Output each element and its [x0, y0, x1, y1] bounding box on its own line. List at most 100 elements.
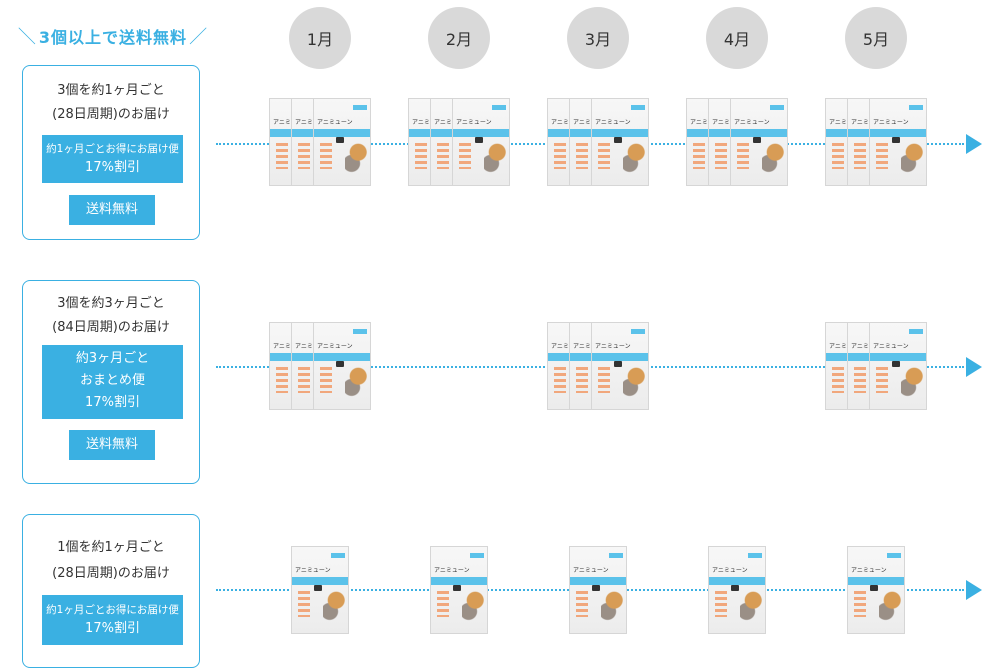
product-package-icon: アニミューン	[430, 546, 488, 634]
product-package-icon: アニミューン	[452, 98, 510, 186]
discount-badge: 約1ヶ月ごとお得にお届け便 17%割引	[42, 595, 183, 645]
dog-cat-image	[879, 589, 901, 621]
month-label: 4月	[723, 30, 751, 49]
discount-line: 17%割引	[85, 160, 140, 175]
month-label: 5月	[862, 30, 890, 49]
discount-line: おまとめ便	[79, 373, 145, 388]
product-brand-label: アニミューン	[551, 341, 587, 350]
package-text-lines	[598, 367, 610, 393]
month-circle-4: 4月	[706, 7, 768, 69]
product-brand-label: アニミューン	[295, 117, 331, 126]
package-tag	[492, 105, 506, 110]
header-slash-left: ＼	[17, 27, 37, 48]
package-text-lines	[576, 143, 588, 169]
product-brand-label: アニミューン	[317, 119, 353, 126]
package-badge	[475, 137, 483, 143]
package-text-lines	[437, 591, 449, 617]
package-band	[570, 577, 626, 585]
plan-title-line2: (28日周期)のお届け	[52, 566, 170, 581]
arrow-right-icon	[966, 357, 982, 377]
product-package-icon: アニミューン	[847, 546, 905, 634]
product-brand-label: アニミューン	[873, 343, 909, 350]
product-brand-label: アニミューン	[595, 343, 631, 350]
product-package-icon: アニミューン	[869, 98, 927, 186]
package-band	[453, 129, 509, 137]
product-brand-label: アニミューン	[573, 567, 609, 574]
discount-badge: 約1ヶ月ごとお得にお届け便 17%割引	[42, 135, 183, 183]
free-shipping-header: ＼ 3個以上で送料無料 ／	[0, 22, 226, 50]
product-package-icon: アニミューン	[708, 546, 766, 634]
package-text-lines	[876, 143, 888, 169]
product-package-group: アニミューン	[430, 546, 488, 636]
plan-card-monthly-3: 3個を約1ヶ月ごと (28日周期)のお届け 約1ヶ月ごとお得にお届け便 17%割…	[22, 65, 200, 240]
discount-line: 17%割引	[85, 621, 140, 636]
arrow-right-icon	[966, 134, 982, 154]
dog-cat-image	[462, 589, 484, 621]
product-brand-label: アニミューン	[573, 117, 609, 126]
product-package-icon: アニミューン	[291, 546, 349, 634]
package-tag	[770, 105, 784, 110]
plan-title-line2: (84日周期)のお届け	[52, 320, 170, 335]
package-text-lines	[832, 143, 844, 169]
package-text-lines	[415, 143, 427, 169]
package-tag	[748, 553, 762, 558]
package-tag	[609, 553, 623, 558]
month-circle-5: 5月	[845, 7, 907, 69]
package-band	[870, 353, 926, 361]
package-band	[848, 577, 904, 585]
package-tag	[909, 105, 923, 110]
product-package-icon: アニミューン	[313, 322, 371, 410]
package-text-lines	[854, 367, 866, 393]
product-brand-label: アニミューン	[851, 567, 887, 574]
product-package-icon: アニミューン	[569, 546, 627, 634]
dog-cat-image	[601, 589, 623, 621]
package-text-lines	[298, 367, 310, 393]
dog-cat-image	[345, 141, 367, 173]
product-package-icon: アニミューン	[591, 322, 649, 410]
package-band	[870, 129, 926, 137]
package-badge	[870, 585, 878, 591]
product-package-group: アニミューン	[291, 546, 349, 636]
month-circle-2: 2月	[428, 7, 490, 69]
dog-cat-image	[484, 141, 506, 173]
product-package-group: アニミューン	[569, 546, 627, 636]
product-brand-label: アニミューン	[873, 119, 909, 126]
free-shipping-badge: 送料無料	[69, 195, 155, 225]
package-text-lines	[737, 143, 749, 169]
product-brand-label: アニミューン	[851, 117, 887, 126]
package-badge	[614, 361, 622, 367]
product-brand-label: アニミューン	[295, 567, 331, 574]
month-label: 3月	[584, 30, 612, 49]
discount-line: 17%割引	[85, 395, 140, 410]
package-text-lines	[298, 591, 310, 617]
package-text-lines	[298, 143, 310, 169]
plan-card-monthly-1: 1個を約1ヶ月ごと (28日周期)のお届け 約1ヶ月ごとお得にお届け便 17%割…	[22, 514, 200, 668]
package-badge	[592, 585, 600, 591]
package-text-lines	[459, 143, 471, 169]
package-tag	[631, 329, 645, 334]
package-text-lines	[832, 367, 844, 393]
month-label: 1月	[306, 30, 334, 49]
package-badge	[614, 137, 622, 143]
package-badge	[892, 137, 900, 143]
plan-title-line1: 1個を約1ヶ月ごと	[57, 540, 165, 555]
package-tag	[353, 105, 367, 110]
package-band	[592, 353, 648, 361]
package-text-lines	[598, 143, 610, 169]
product-package-icon: アニミューン	[591, 98, 649, 186]
package-text-lines	[854, 143, 866, 169]
package-text-lines	[576, 591, 588, 617]
product-package-icon: アニミューン	[730, 98, 788, 186]
package-band	[314, 353, 370, 361]
header-text: 3個以上で送料無料	[38, 28, 188, 47]
product-brand-label: アニミューン	[829, 117, 865, 126]
package-text-lines	[276, 367, 288, 393]
package-tag	[353, 329, 367, 334]
month-circle-1: 1月	[289, 7, 351, 69]
dog-cat-image	[901, 141, 923, 173]
